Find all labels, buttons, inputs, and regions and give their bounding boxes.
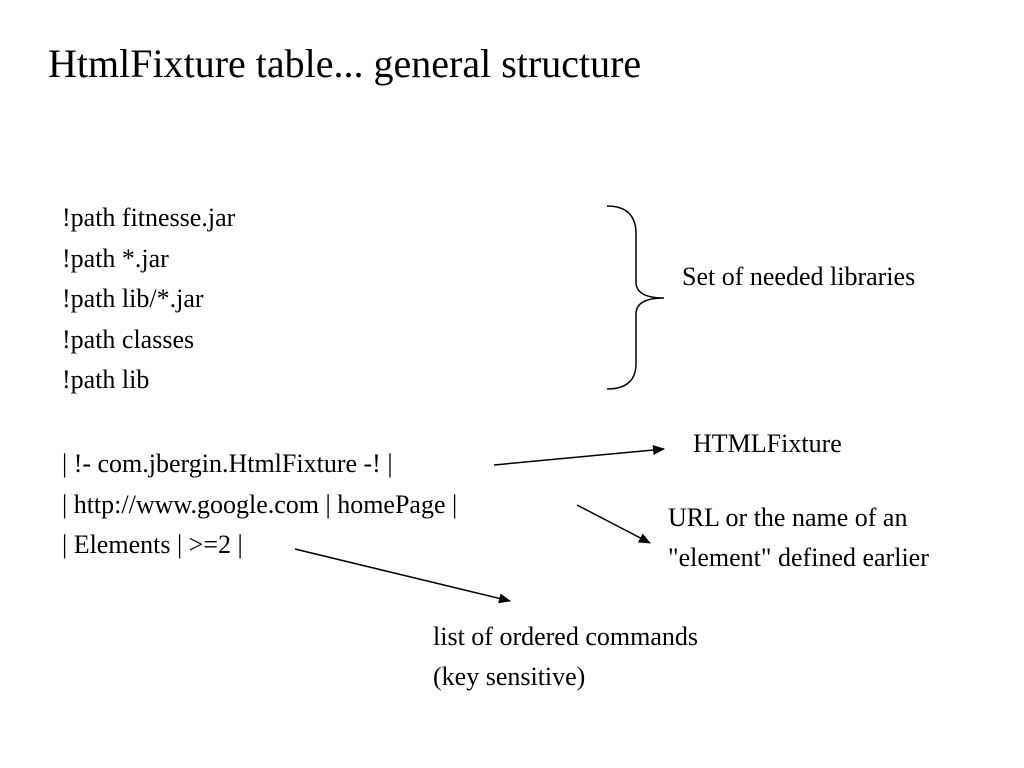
commands-annotation-line: list of ordered commands [433,622,698,651]
commands-annotation: list of ordered commands (key sensitive) [433,617,698,697]
path-line: !path lib/*.jar [62,284,204,313]
curly-brace [606,205,665,390]
path-line: !path fitnesse.jar [62,203,236,232]
arrow-to-url-note [576,504,651,544]
url-annotation: URL or the name of an "element" defined … [668,498,929,578]
url-annotation-line: URL or the name of an [668,503,908,532]
htmlfixture-annotation: HTMLFixture [693,429,842,458]
arrow-to-htmlfixture [493,445,665,466]
commands-annotation-line: (key sensitive) [433,662,586,691]
url-annotation-line: "element" defined earlier [668,543,929,572]
fixture-table-rows: | !- com.jbergin.HtmlFixture -! | | http… [62,444,457,566]
path-line: !path classes [62,324,195,354]
elements-row: | Elements | >=2 | [62,530,243,559]
path-line: !path *.jar [62,243,169,273]
url-row: | http://www.google.com | homePage | [62,489,458,519]
libraries-annotation: Set of needed libraries [682,262,916,291]
path-directives: !path fitnesse.jar !path *.jar !path lib… [62,198,235,401]
fixture-row: | !- com.jbergin.HtmlFixture -! | [62,449,393,478]
path-line: !path lib [62,365,150,394]
slide-title: HtmlFixture table... general structure [48,41,642,86]
